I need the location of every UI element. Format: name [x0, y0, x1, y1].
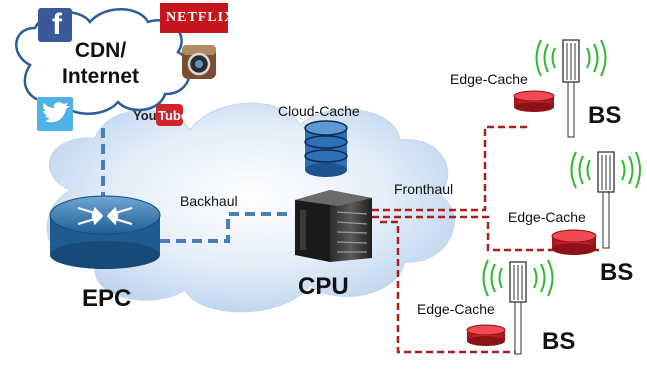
netflix-logo-text: NETFLIX — [166, 10, 236, 25]
facebook-logo-icon — [38, 8, 72, 42]
edge-cache-label-3: Edge-Cache — [417, 301, 495, 317]
facebook-logo-letter: f — [52, 8, 62, 41]
youtube-logo-tube: Tube — [158, 108, 189, 123]
twitter-logo-icon — [37, 97, 73, 131]
edge-cache-label-2: Edge-Cache — [508, 209, 586, 225]
cloud-cache-label: Cloud-Cache — [278, 103, 360, 119]
edge-cache-icon — [466, 324, 506, 346]
instagram-logo-icon — [182, 45, 216, 79]
base-station-3 — [466, 259, 554, 355]
bs-label-1: BS — [588, 102, 622, 129]
youtube-logo-you: You — [133, 108, 157, 123]
edge-cache-label-1: Edge-Cache — [450, 71, 528, 87]
cdn-internet-label: CDN/ Internet — [62, 38, 139, 91]
backhaul-link — [101, 128, 292, 243]
edge-cache-icon — [551, 229, 597, 255]
base-station-2 — [551, 151, 641, 255]
signal-waves-icon — [482, 259, 554, 297]
cpu-label: CPU — [298, 273, 349, 300]
cdn-label-line1: CDN/ — [74, 39, 127, 62]
bs-label-3: BS — [542, 328, 576, 355]
antenna-tower-icon — [562, 39, 580, 138]
signal-waves-icon — [570, 151, 641, 189]
fronthaul-label: Fronthaul — [394, 181, 454, 197]
fronthaul-link — [372, 125, 600, 354]
signal-waves-icon — [535, 39, 607, 77]
backhaul-label: Backhaul — [180, 193, 238, 209]
antenna-tower-icon — [509, 261, 527, 355]
edge-cache-icon — [513, 90, 555, 112]
youtube-logo-icon — [156, 104, 183, 126]
epc-router-icon — [49, 195, 161, 269]
netflix-logo-icon — [160, 3, 228, 33]
epc-label: EPC — [82, 285, 132, 312]
bs-label-2: BS — [600, 259, 634, 286]
cdn-label-line2: Internet — [62, 65, 140, 89]
cloud-cache-database-icon — [304, 120, 348, 177]
base-station-1 — [513, 39, 607, 138]
antenna-tower-icon — [597, 151, 615, 249]
cpu-server-icon — [295, 190, 372, 262]
